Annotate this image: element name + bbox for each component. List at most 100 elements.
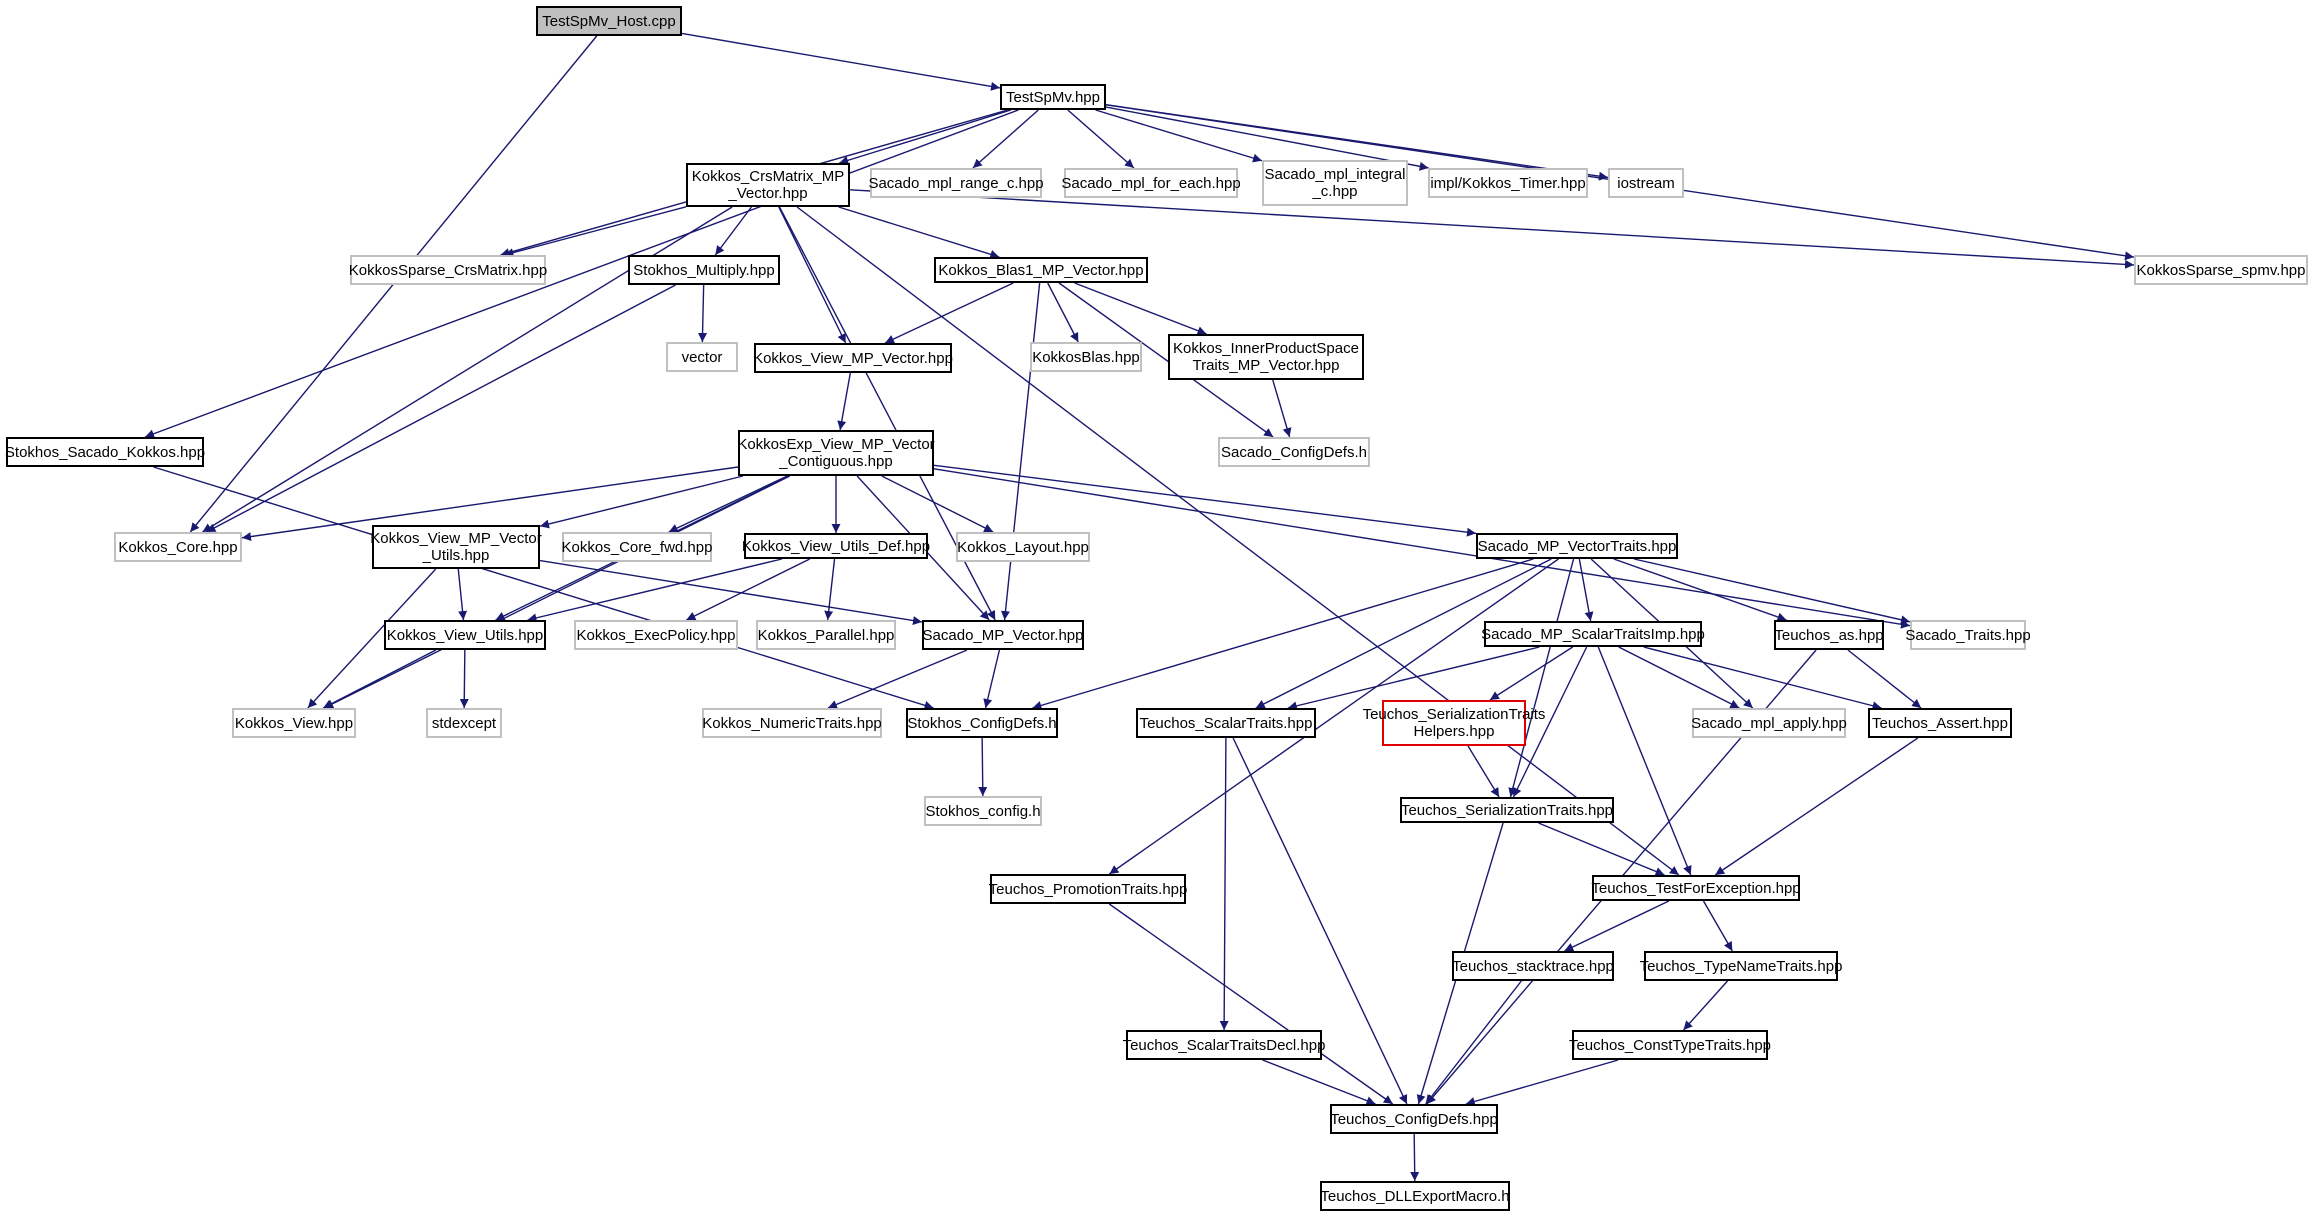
edge-blas1_mp-to-sacado_configdefs xyxy=(1058,282,1274,438)
edge-crsmatrix_mp-to-blas1_mp xyxy=(838,206,1000,259)
edge-kexp_view_mp-to-view_mp_utils xyxy=(539,475,744,529)
node-view-mp[interactable]: Kokkos_View_MP_Vector.hpp xyxy=(753,343,953,373)
node-for-each[interactable]: Sacado_mpl_for_each.hpp xyxy=(1061,168,1241,198)
edge-crsmatrix_mp-to-view_mp xyxy=(778,206,847,344)
edge-scalartraitsimp-to-testforexception xyxy=(1597,646,1692,876)
node-teuchos-as[interactable]: Teuchos_as.hpp xyxy=(1774,620,1884,650)
node-range-c[interactable]: Sacado_mpl_range_c.hpp xyxy=(868,168,1044,198)
node-timer[interactable]: impl/Kokkos_Timer.hpp xyxy=(1428,168,1588,198)
node-parallel[interactable]: Kokkos_Parallel.hpp xyxy=(756,620,896,650)
node-ks-spmv[interactable]: KokkosSparse_spmv.hpp xyxy=(2134,255,2308,285)
node-sacado-configdefs[interactable]: Sacado_ConfigDefs.h xyxy=(1218,437,1370,467)
edge-teuchos_scalartraits-to-scalartraitsdecl xyxy=(1219,737,1229,1031)
node-consttypetraits[interactable]: Teuchos_ConstTypeTraits.hpp xyxy=(1569,1030,1771,1060)
edge-testspmv-to-timer xyxy=(1105,106,1429,171)
edge-stokhos_multiply-to-kokkos_core xyxy=(206,284,676,533)
node-dllexport[interactable]: Teuchos_DLLExportMacro.h xyxy=(1320,1181,1510,1211)
edge-teuchos_scalartraits-to-teuchos_configdefs xyxy=(1232,737,1408,1105)
edge-kexp_view_mp-to-kokkos_core xyxy=(241,466,739,542)
node-innerprod[interactable]: Kokkos_InnerProductSpace Traits_MP_Vecto… xyxy=(1168,334,1364,380)
node-testspmv[interactable]: TestSpMv.hpp xyxy=(1000,84,1106,110)
node-integral-c[interactable]: Sacado_mpl_integral _c.hpp xyxy=(1262,160,1408,206)
node-typenametraits[interactable]: Teuchos_TypeNameTraits.hpp xyxy=(1640,951,1842,981)
node-numerictraits[interactable]: Kokkos_NumericTraits.hpp xyxy=(702,708,882,738)
edge-testspmv-to-crsmatrix_mp xyxy=(839,109,1012,165)
edge-sacado_mp_vectortraits-to-sacado_traits xyxy=(1633,558,1911,625)
node-crsmatrix-mp[interactable]: Kokkos_CrsMatrix_MP _Vector.hpp xyxy=(686,163,850,207)
edge-crsmatrix_mp-to-ks_spmv xyxy=(849,189,2135,269)
node-view-utils-def[interactable]: Kokkos_View_Utils_Def.hpp xyxy=(742,533,930,559)
node-serial-helpers[interactable]: Teuchos_SerializationTraits Helpers.hpp xyxy=(1363,700,1545,746)
edge-view_utils_def-to-view_utils xyxy=(527,558,782,623)
edge-scalartraitsdecl-to-teuchos_configdefs xyxy=(1262,1059,1376,1105)
edge-scalartraitsimp-to-mpl_apply xyxy=(1618,646,1740,709)
edge-root-to-testspmv xyxy=(681,32,1001,91)
edge-sacado_mp_vectortraits-to-teuchos_scalartraits xyxy=(1255,558,1552,709)
node-scalartraitsdecl[interactable]: Teuchos_ScalarTraitsDecl.hpp xyxy=(1123,1030,1325,1060)
edge-consttypetraits-to-teuchos_configdefs xyxy=(1465,1059,1619,1106)
node-teuchos-scalartraits[interactable]: Teuchos_ScalarTraits.hpp xyxy=(1136,708,1316,738)
edge-stokhos_configdefs-to-stokhos_config xyxy=(978,737,988,797)
node-teuchos-configdefs[interactable]: Teuchos_ConfigDefs.hpp xyxy=(1330,1104,1498,1134)
edge-view_utils-to-kokkos_view xyxy=(322,649,437,709)
node-core-fwd[interactable]: Kokkos_Core_fwd.hpp xyxy=(562,532,712,562)
node-sacado-traits[interactable]: Sacado_Traits.hpp xyxy=(1905,620,2031,650)
edge-view_mp_utils-to-kokkos_view xyxy=(307,568,437,709)
edge-view_mp-to-kexp_view_mp xyxy=(837,372,852,431)
edge-view_mp_utils-to-view_utils xyxy=(457,568,468,621)
edge-sacado_mp_vectortraits-to-serialtraits xyxy=(1508,558,1575,798)
edge-view_mp_utils-to-sacado_mp_vector xyxy=(539,559,923,625)
node-kokkos-view[interactable]: Kokkos_View.hpp xyxy=(232,708,356,738)
node-mpl-apply[interactable]: Sacado_mpl_apply.hpp xyxy=(1691,708,1847,738)
node-execpolicy[interactable]: Kokkos_ExecPolicy.hpp xyxy=(574,620,738,650)
node-vector[interactable]: vector xyxy=(666,342,738,372)
edge-kexp_view_mp-to-sacado_traits xyxy=(933,468,1911,629)
edge-kexp_view_mp-to-kokkos_view xyxy=(323,475,791,709)
node-ks-crsmatrix[interactable]: KokkosSparse_CrsMatrix.hpp xyxy=(349,255,547,285)
node-stokhos-configdefs[interactable]: Stokhos_ConfigDefs.h xyxy=(906,708,1058,738)
node-kokkosblas[interactable]: KokkosBlas.hpp xyxy=(1030,342,1142,372)
edge-view_utils-to-stdexcept xyxy=(459,649,469,709)
node-teuchos-assert[interactable]: Teuchos_Assert.hpp xyxy=(1868,708,2012,738)
node-root[interactable]: TestSpMv_Host.cpp xyxy=(536,6,682,36)
node-testforexception[interactable]: Teuchos_TestForException.hpp xyxy=(1591,875,1801,901)
edge-teuchos_as-to-teuchos_assert xyxy=(1847,649,1922,709)
node-iostream[interactable]: iostream xyxy=(1608,168,1684,198)
node-stokhos-sacado-kokkos[interactable]: Stokhos_Sacado_Kokkos.hpp xyxy=(5,437,205,467)
edge-testspmv-to-integral_c xyxy=(1095,109,1263,163)
edge-crsmatrix_mp-to-ks_crsmatrix xyxy=(504,206,687,258)
edge-scalartraitsimp-to-serial_helpers xyxy=(1489,646,1574,701)
node-view-utils[interactable]: Kokkos_View_Utils.hpp xyxy=(384,620,546,650)
node-kexp-view-mp[interactable]: KokkosExp_View_MP_Vector _Contiguous.hpp xyxy=(737,430,935,476)
node-stacktrace[interactable]: Teuchos_stacktrace.hpp xyxy=(1452,951,1614,981)
edge-typenametraits-to-consttypetraits xyxy=(1682,980,1729,1031)
node-view-mp-utils[interactable]: Kokkos_View_MP_Vector _Utils.hpp xyxy=(370,525,542,569)
edge-view_utils_def-to-execpolicy xyxy=(686,558,811,621)
node-blas1-mp[interactable]: Kokkos_Blas1_MP_Vector.hpp xyxy=(934,257,1148,283)
node-serialtraits[interactable]: Teuchos_SerializationTraits.hpp xyxy=(1400,797,1614,823)
node-kokkos-core[interactable]: Kokkos_Core.hpp xyxy=(114,532,242,562)
node-stokhos-config[interactable]: Stokhos_config.h xyxy=(924,796,1042,826)
edge-sacado_mp_vector-to-stokhos_configdefs xyxy=(983,649,1001,709)
edge-testspmv-to-for_each xyxy=(1067,109,1135,169)
edge-blas1_mp-to-view_mp xyxy=(884,282,1014,344)
node-layout[interactable]: Kokkos_Layout.hpp xyxy=(956,532,1090,562)
node-stdexcept[interactable]: stdexcept xyxy=(426,708,502,738)
node-sacado-mp-vector[interactable]: Sacado_MP_Vector.hpp xyxy=(922,620,1084,650)
node-sacado-mp-vectortraits[interactable]: Sacado_MP_VectorTraits.hpp xyxy=(1476,533,1678,559)
node-stokhos-multiply[interactable]: Stokhos_Multiply.hpp xyxy=(628,255,780,285)
edge-sacado_mp_vectortraits-to-promotiontraits xyxy=(1108,558,1559,875)
edge-view_utils_def-to-parallel xyxy=(824,558,836,621)
edge-teuchos_assert-to-testforexception xyxy=(1714,737,1919,876)
edge-kexp_view_mp-to-layout xyxy=(881,475,994,533)
node-scalartraitsimp[interactable]: Sacado_MP_ScalarTraitsImp.hpp xyxy=(1481,621,1705,647)
edge-testspmv-to-range_c xyxy=(972,109,1039,169)
edge-stokhos_multiply-to-vector xyxy=(698,284,708,343)
edge-crsmatrix_mp-to-testforexception xyxy=(796,206,1680,876)
edge-serialtraits-to-testforexception xyxy=(1538,822,1665,876)
edge-promotiontraits-to-teuchos_configdefs xyxy=(1108,903,1394,1105)
node-promotiontraits[interactable]: Teuchos_PromotionTraits.hpp xyxy=(989,874,1187,904)
edge-innerprod-to-sacado_configdefs xyxy=(1272,379,1292,438)
edge-kexp_view_mp-to-sacado_mp_vectortraits xyxy=(933,464,1477,537)
